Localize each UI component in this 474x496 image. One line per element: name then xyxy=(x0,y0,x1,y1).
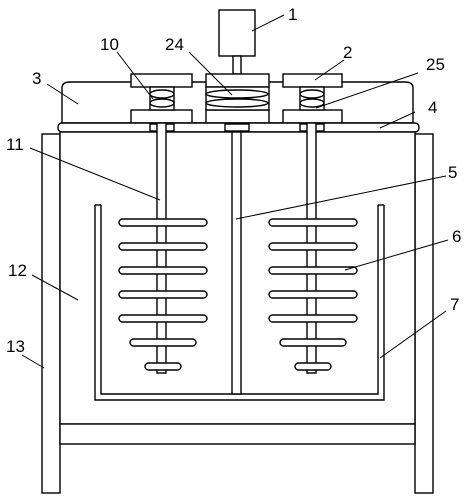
label-1: 1 xyxy=(288,5,297,24)
label-6: 6 xyxy=(452,227,461,246)
motor xyxy=(218,9,256,57)
leader-5 xyxy=(235,175,447,220)
label-25: 25 xyxy=(426,55,445,74)
left-gear-assembly xyxy=(130,73,193,124)
label-12: 12 xyxy=(8,261,27,280)
leader-6 xyxy=(344,239,449,271)
left-paddles xyxy=(118,218,208,371)
label-4: 4 xyxy=(428,98,437,117)
leader-1 xyxy=(251,14,285,32)
right-paddles xyxy=(268,218,358,371)
partition xyxy=(231,131,242,395)
label-7: 7 xyxy=(450,295,459,314)
right-gear-assembly xyxy=(282,73,343,124)
label-24: 24 xyxy=(165,35,184,54)
label-13: 13 xyxy=(6,337,25,356)
center-gear-assembly xyxy=(205,73,270,124)
motor-shaft xyxy=(232,55,242,75)
leader-3 xyxy=(46,83,79,105)
jacket-outer xyxy=(94,205,385,401)
lid-slot-center xyxy=(224,123,250,132)
label-5: 5 xyxy=(448,163,457,182)
right-leg xyxy=(414,133,434,494)
leader-12 xyxy=(31,274,79,301)
leader-11 xyxy=(29,147,161,201)
leader-24 xyxy=(188,51,233,96)
leader-25 xyxy=(315,72,419,109)
label-3: 3 xyxy=(32,69,41,88)
leader-7 xyxy=(379,310,447,359)
leader-2 xyxy=(314,59,345,81)
leader-4 xyxy=(379,111,416,129)
left-leg xyxy=(41,133,61,494)
leader-13 xyxy=(21,354,45,369)
label-2: 2 xyxy=(343,43,352,62)
leader-10 xyxy=(116,51,154,100)
frame-crossbar xyxy=(59,423,416,445)
label-10: 10 xyxy=(100,35,119,54)
label-11: 11 xyxy=(6,135,24,154)
